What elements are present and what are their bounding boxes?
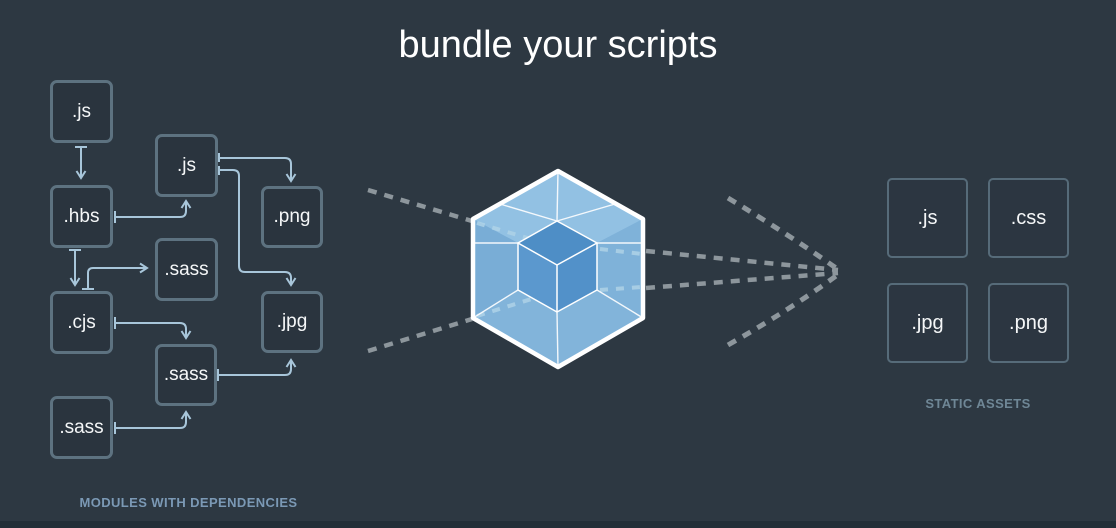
module-box-png: .png	[261, 186, 323, 248]
page-title: bundle your scripts	[398, 24, 718, 66]
inner-cube	[517, 220, 598, 313]
asset-box-png: .png	[988, 283, 1069, 363]
module-box-cjs: .cjs	[50, 291, 113, 354]
asset-box-js: .js	[887, 178, 968, 258]
cube-wireframe-lines	[472, 170, 644, 368]
module-box-js-1: .js	[50, 80, 113, 143]
webpack-cube-logo	[470, 168, 646, 370]
input-flow-dashes	[367, 187, 473, 354]
module-box-sass-2: .sass	[155, 344, 217, 406]
asset-box-css: .css	[988, 178, 1069, 258]
left-cluster-caption: MODULES WITH DEPENDENCIES	[79, 495, 298, 510]
right-cluster-caption: STATIC ASSETS	[925, 396, 1031, 411]
module-box-js-2: .js	[155, 134, 218, 197]
module-box-sass-3: .sass	[50, 396, 113, 459]
dependency-arrows	[69, 146, 297, 434]
asset-box-jpg: .jpg	[887, 283, 968, 363]
module-box-jpg: .jpg	[261, 291, 323, 353]
module-box-hbs: .hbs	[50, 185, 113, 248]
output-flow-arrow	[645, 195, 839, 348]
module-box-sass-1: .sass	[155, 238, 218, 301]
footer-strip	[0, 521, 1116, 528]
